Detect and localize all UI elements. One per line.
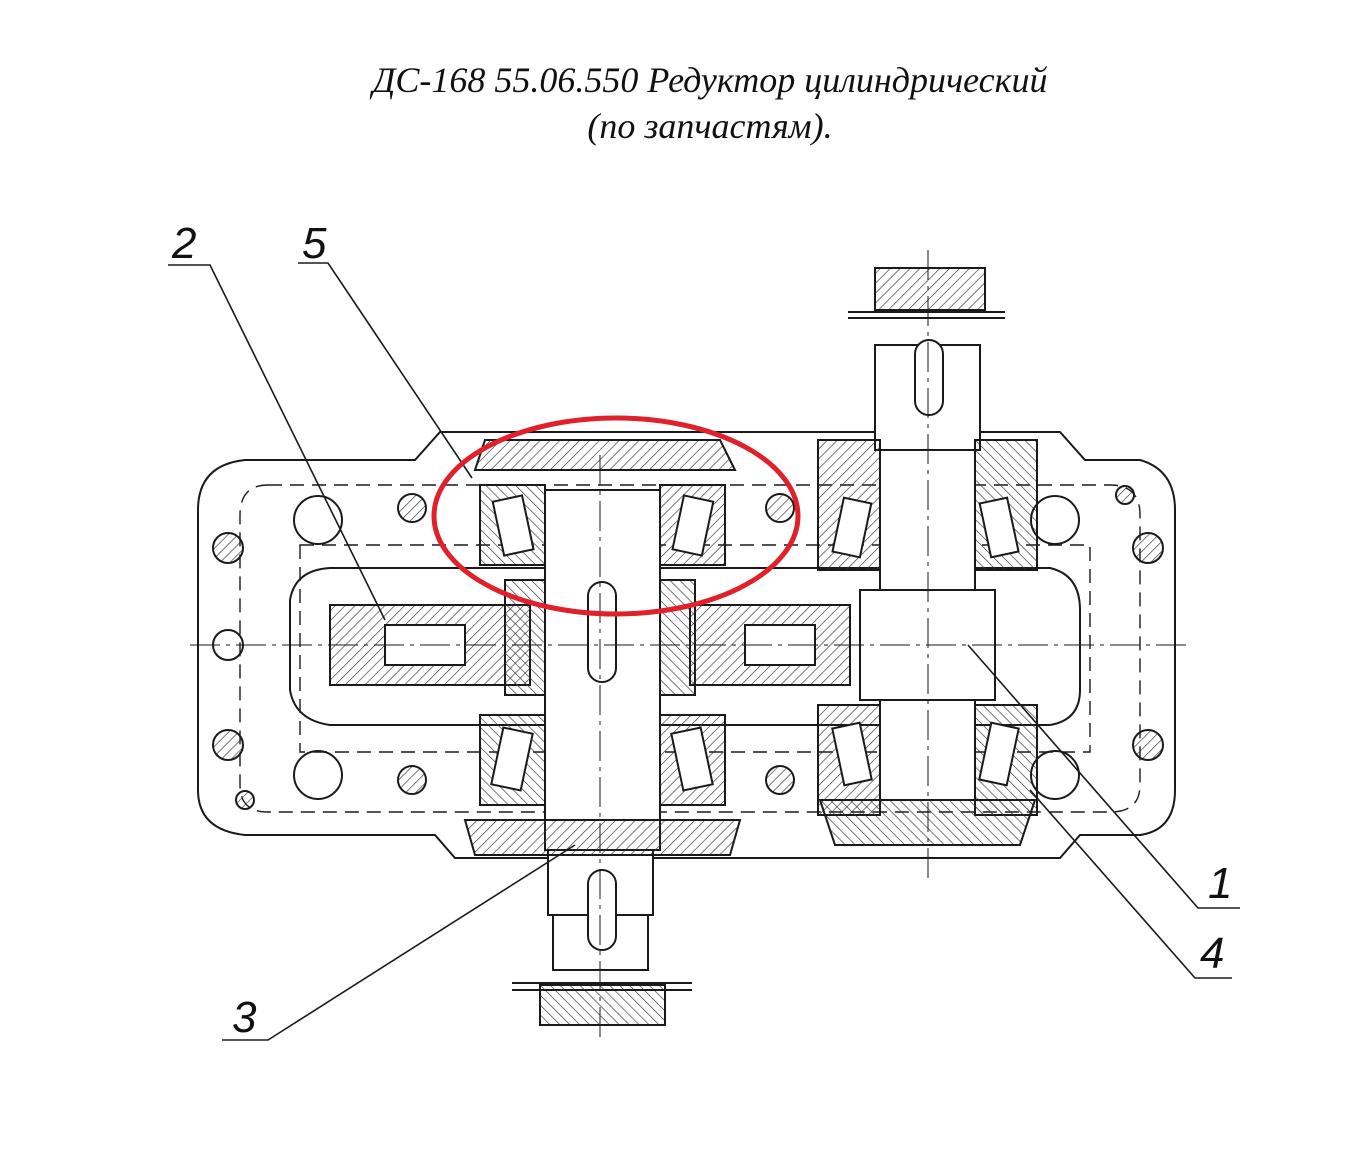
gear-chamber [289, 567, 1081, 726]
highlight-ellipse [431, 415, 801, 617]
callout-3: 3 [232, 993, 257, 1042]
callout-4: 4 [1200, 929, 1224, 978]
leader-2 [168, 264, 386, 621]
drawing-subtitle: (по запчастям). [587, 106, 833, 146]
housing-outline [197, 431, 1176, 859]
callout-2: 2 [171, 219, 196, 268]
leader-5 [298, 262, 473, 479]
leader-1 [967, 644, 1240, 909]
callout-1: 1 [1208, 859, 1232, 908]
leader-3 [222, 844, 576, 1041]
callout-5: 5 [302, 219, 327, 268]
leader-4 [1029, 789, 1232, 979]
drawing-title: ДС-168 55.06.550 Редуктор цилиндрический [372, 60, 1048, 100]
housing-bolts [212, 485, 1164, 810]
